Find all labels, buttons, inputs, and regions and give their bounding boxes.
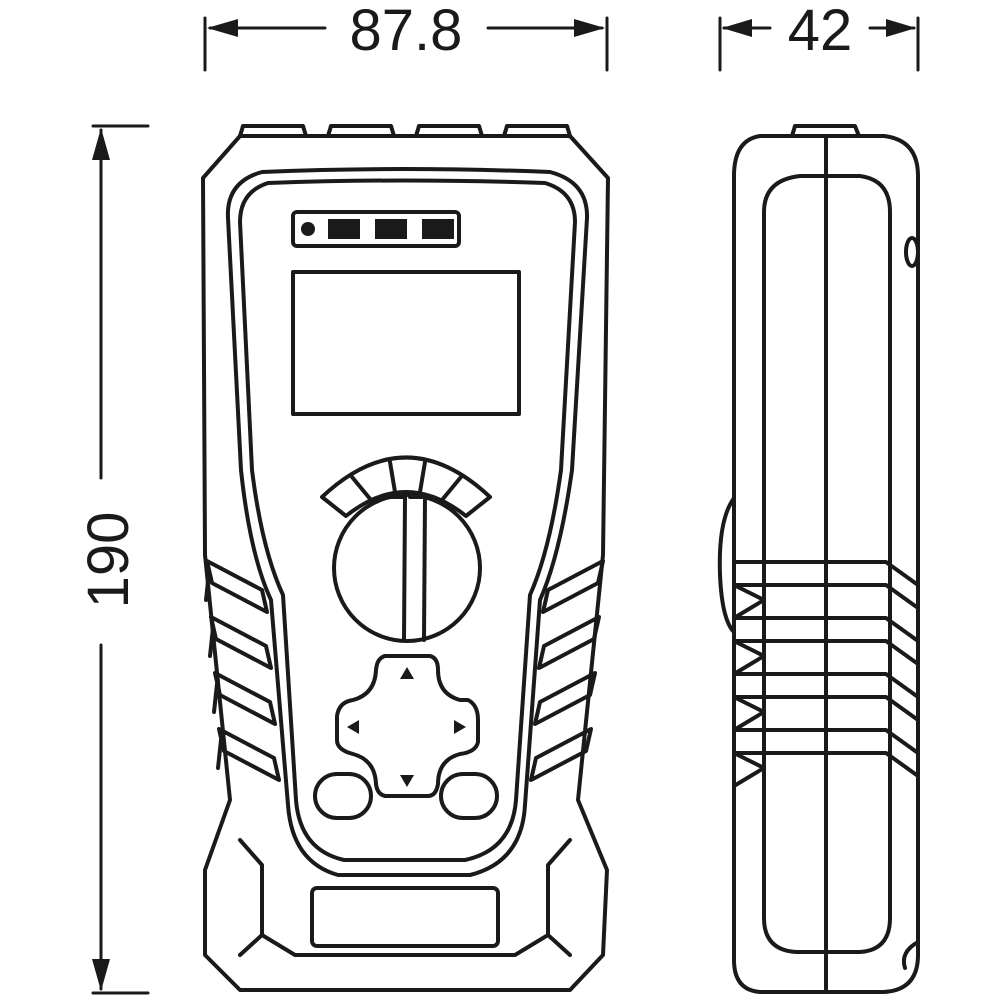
- lower-bay: [260, 933, 550, 957]
- height-dimension: 190: [76, 124, 150, 995]
- side-port: [904, 236, 920, 268]
- right-soft-button[interactable]: [439, 772, 499, 820]
- side-view: [717, 124, 920, 994]
- dial-pointer: [386, 495, 427, 642]
- width-label: 87.8: [350, 0, 463, 63]
- width-dimension: 87.8: [203, 0, 609, 72]
- height-label: 190: [76, 512, 141, 609]
- left-grip: [204, 559, 281, 782]
- indicator-led: [422, 219, 454, 239]
- arrow-left-icon: [722, 19, 752, 37]
- rotary-dial[interactable]: [320, 455, 492, 643]
- arrow-up-icon[interactable]: [400, 667, 414, 679]
- arrow-right-icon[interactable]: [454, 720, 466, 734]
- right-grip: [529, 559, 605, 782]
- indicator-led: [375, 219, 407, 239]
- arrow-left-icon[interactable]: [347, 720, 359, 734]
- direction-pad[interactable]: [335, 654, 480, 798]
- inner-bezel-outer: [225, 167, 590, 877]
- side-recess-panel: [762, 174, 892, 954]
- lower-shoulder-right: [546, 838, 572, 957]
- inner-bezel-inner: [238, 178, 577, 862]
- arrow-down-icon[interactable]: [400, 775, 414, 787]
- power-led-icon: [301, 222, 315, 236]
- dial-knob[interactable]: [332, 493, 482, 643]
- arrow-up-icon: [92, 128, 110, 160]
- depth-label: 42: [788, 0, 853, 63]
- dial-scale-arc: [320, 455, 492, 518]
- indicator-strip: [291, 210, 461, 248]
- arrow-down-icon: [92, 959, 110, 991]
- indicator-led: [328, 219, 360, 239]
- side-clip: [717, 496, 736, 634]
- arrow-left-icon: [207, 19, 238, 37]
- side-outer-casing: [732, 134, 920, 994]
- lcd-display: [291, 270, 521, 416]
- lower-shoulder-left: [238, 838, 264, 957]
- side-lanyard-loop: [901, 940, 920, 970]
- front-view: [201, 124, 610, 992]
- side-top-button: [790, 124, 861, 138]
- depth-dimension: 42: [718, 0, 920, 72]
- arrow-right-icon: [886, 19, 916, 37]
- jack-panel: [310, 886, 500, 948]
- left-soft-button[interactable]: [313, 772, 373, 820]
- side-grip: [732, 560, 920, 788]
- top-buttons: [238, 124, 572, 138]
- arrow-right-icon: [574, 19, 605, 37]
- dpad-outline: [335, 654, 480, 798]
